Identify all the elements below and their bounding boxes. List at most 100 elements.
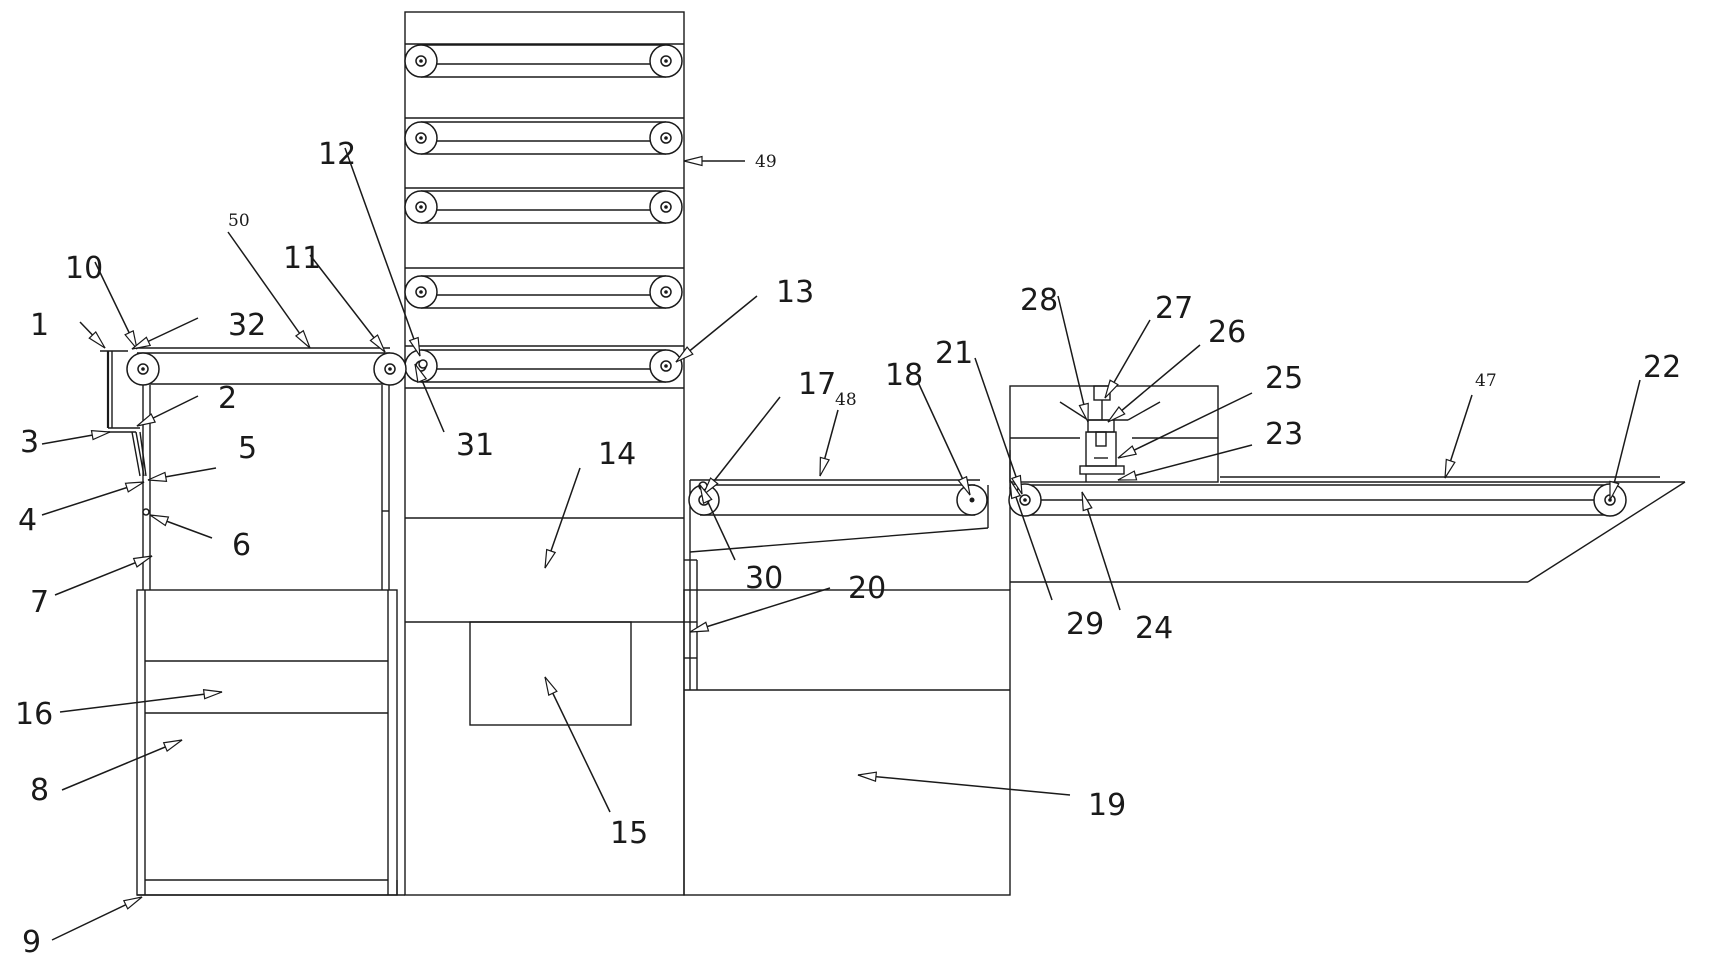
transfer-rollers [419, 360, 1018, 492]
arrowhead [690, 622, 709, 632]
callout-c23: 23 [1118, 417, 1303, 480]
callout-number: 19 [1088, 788, 1126, 823]
arrowhead [1082, 492, 1092, 511]
callout-c5: 5 [148, 431, 257, 481]
callout-c28: 28 [1020, 283, 1088, 422]
arrowhead [124, 897, 142, 909]
callout-c20: 20 [690, 571, 886, 632]
callout-number: 26 [1208, 315, 1246, 350]
callout-number: 18 [885, 358, 923, 393]
arrowhead [1118, 446, 1136, 458]
callout-number: 28 [1020, 283, 1058, 318]
callout-c48: 48 [820, 390, 857, 476]
callout-number: 11 [283, 241, 321, 276]
callout-layer: 1103250111231491323546714174818302016815… [15, 137, 1681, 960]
callout-c17: 17 [703, 367, 836, 495]
arrowhead [125, 482, 144, 492]
leader-line [858, 775, 1070, 795]
arrowhead [91, 431, 110, 440]
arrowhead [164, 740, 182, 751]
arrowhead [545, 677, 557, 695]
callout-number: 5 [238, 431, 257, 466]
tower-conveyor-row-3 [405, 191, 684, 268]
callout-number: 47 [1475, 371, 1497, 391]
arrowhead [1118, 471, 1137, 480]
callout-c18: 18 [885, 358, 970, 495]
callout-c21: 21 [935, 336, 1022, 494]
callout-number: 49 [755, 152, 777, 172]
callout-number: 16 [15, 697, 53, 732]
callout-c32: 32 [132, 308, 266, 349]
callout-number: 13 [776, 275, 814, 310]
callout-number: 12 [318, 137, 356, 172]
frame-posts [143, 385, 389, 590]
leader-line [1118, 393, 1252, 458]
callout-number: 14 [598, 437, 636, 472]
middle-base-19 [684, 450, 1010, 895]
callout-number: 27 [1155, 291, 1193, 326]
callout-c7: 7 [30, 556, 152, 620]
callout-c27: 27 [1105, 291, 1193, 398]
callout-number: 21 [935, 336, 973, 371]
callout-number: 22 [1643, 350, 1681, 385]
arrowhead [858, 772, 876, 781]
lower-cabinet-15 [470, 622, 631, 725]
callout-number: 1 [30, 308, 49, 343]
callout-number: 50 [228, 211, 250, 231]
arrowhead [148, 472, 167, 481]
arrowhead [1105, 380, 1118, 398]
callout-number: 9 [22, 925, 41, 960]
vertical-conveyor-tower [405, 12, 684, 895]
leader-line [345, 148, 420, 356]
callout-c8: 8 [30, 740, 182, 808]
callout-c9: 9 [22, 897, 142, 960]
callout-number: 25 [1265, 361, 1303, 396]
callout-number: 31 [456, 428, 494, 463]
callout-number: 2 [218, 381, 237, 416]
middle-conveyor [689, 480, 988, 552]
callout-number: 8 [30, 773, 49, 808]
callout-c2: 2 [137, 381, 237, 426]
arrowhead [1445, 459, 1455, 478]
leader-line [975, 358, 1022, 494]
callout-number: 4 [18, 503, 37, 538]
pressing-device [1010, 386, 1218, 482]
callout-number: 20 [848, 571, 886, 606]
callout-c4: 4 [18, 482, 144, 538]
leader-line [545, 677, 610, 812]
arrowhead [296, 331, 310, 348]
callout-c19: 19 [858, 772, 1126, 823]
callout-number: 7 [30, 585, 49, 620]
callout-c14: 14 [545, 437, 636, 568]
tower-conveyor-row-1 [405, 45, 684, 118]
arrowhead [545, 550, 555, 568]
outfeed-conveyor [1009, 477, 1685, 582]
arrowhead [820, 457, 829, 476]
tower-conveyor-row-2 [405, 122, 684, 188]
tower-conveyor-row-5 [405, 350, 684, 388]
arrowhead [204, 690, 222, 699]
callout-number: 17 [798, 367, 836, 402]
callout-c31: 31 [415, 364, 494, 463]
callout-number: 6 [232, 528, 251, 563]
callout-number: 32 [228, 308, 266, 343]
callout-number: 29 [1066, 607, 1104, 642]
callout-number: 10 [65, 251, 103, 286]
arrowhead [137, 414, 155, 426]
callout-c6: 6 [150, 515, 251, 563]
callout-number: 24 [1135, 611, 1173, 646]
callout-c15: 15 [545, 677, 648, 851]
callout-number: 48 [835, 390, 857, 410]
callout-number: 15 [610, 816, 648, 851]
leader-line [62, 740, 182, 790]
callout-number: 30 [745, 561, 783, 596]
callout-c3: 3 [20, 425, 110, 460]
callout-c1: 1 [30, 308, 105, 348]
callout-c47: 47 [1445, 371, 1497, 478]
callout-number: 23 [1265, 417, 1303, 452]
leader-line [1118, 445, 1252, 480]
arrowhead [1079, 403, 1088, 422]
arrowhead [150, 515, 168, 525]
callout-c49: 49 [684, 152, 777, 172]
